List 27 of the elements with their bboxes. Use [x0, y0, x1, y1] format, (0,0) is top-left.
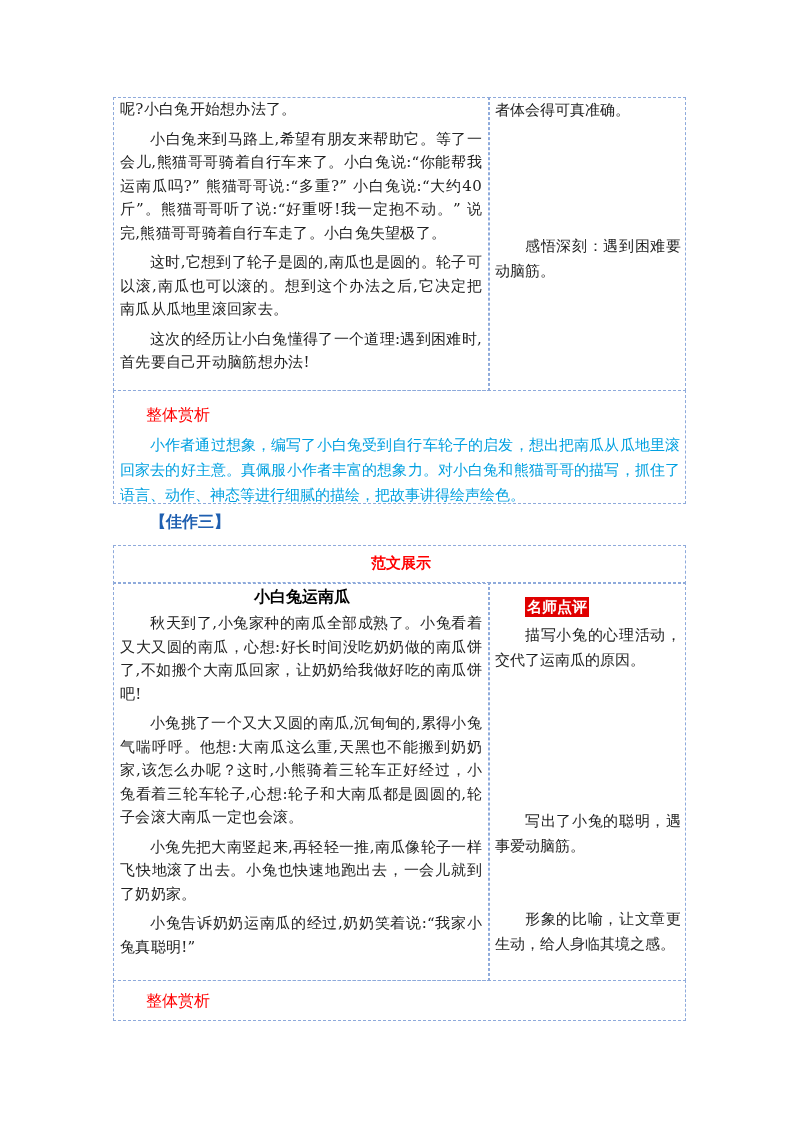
comment-badge: 名师点评: [525, 597, 589, 617]
comment-text: 描写小兔的心理活动，交代了运南瓜的原因。: [495, 625, 681, 671]
essay-paragraph: 小兔先把大南竖起来,再轻轻一推,南瓜像轮子一样飞快地滚了出去。小兔也快速地跑出去，一会儿就到了奶奶家。: [120, 836, 482, 905]
section-heading: 范文展示: [369, 554, 432, 573]
section-heading: 整体赏析: [146, 405, 210, 426]
summary-cell: [113, 390, 686, 504]
essay-paragraph: 呢?小白兔开始想办法了。: [120, 99, 298, 120]
summary-cell: [113, 980, 686, 1021]
summary-text: 小作者通过想象，编写了小白兔受到自行车轮子的启发，想出把南瓜从瓜地里滚回家去的好主意。真佩服小作者丰富的想象力。对小白兔和熊猫哥哥的描写，抓住了语言、动作、神态等进行细腻的描绘，把故事讲得绘声绘色。: [120, 435, 680, 506]
essay-paragraph: 秋天到了,小兔家种的南瓜全部成熟了。小兔看着又大又圆的南瓜，心想:好长时间没吃奶奶做的南瓜饼了,不如搬个大南瓜回家，让奶奶给我做好吃的南瓜饼吧!: [120, 613, 482, 705]
comment-text: 者体会得可真准确。: [495, 100, 631, 121]
essay-cell: [113, 582, 490, 981]
section-label: 【佳作三】: [150, 512, 230, 533]
comment-text: 形象的比喻，让文章更生动，给人身临其境之感。: [495, 909, 681, 955]
essay-title: 小白兔运南瓜: [253, 587, 351, 608]
comment-cell: [488, 582, 686, 981]
essay-paragraph: 小兔告诉奶奶运南瓜的经过,奶奶笑着说:“我家小兔真聪明!”: [120, 913, 482, 958]
essay-paragraph: 小白兔来到马路上,希望有朋友来帮助它。等了一会儿,熊猫哥哥骑着自行车来了。小白兔说:“你能帮我运南瓜吗?” 熊猫哥哥说:“多重?” 小白兔说:“大约40斤”。熊猫哥哥听了说:“好重呀!我一定抱不动。” 说完,熊猫哥哥骑着自行车走了。小白兔失望极了。: [120, 128, 482, 244]
comment-cell: [488, 97, 686, 391]
essay-cell: [113, 97, 490, 391]
essay-paragraph: 这时,它想到了轮子是圆的,南瓜也是圆的。轮子可以滚,南瓜也可以滚的。想到这个办法之后,它决定把南瓜从瓜地里滚回家去。: [120, 252, 482, 320]
comment-text: 感悟深刻：遇到困难要动脑筋。: [495, 236, 681, 282]
comment-text: 写出了小兔的聪明，遇事爱动脑筋。: [495, 811, 681, 857]
header-cell: [113, 545, 686, 584]
section-heading: 整体赏析: [146, 991, 210, 1012]
essay-paragraph: 这次的经历让小白兔懂得了一个道理:遇到困难时,首先要自己开动脑筋想办法!: [120, 328, 482, 373]
essay-paragraph: 小兔挑了一个又大又圆的南瓜,沉甸甸的,累得小兔气喘呼呼。他想:大南瓜这么重,天黑也不能搬到奶奶家,该怎么办呢？这时,小熊骑着三轮车正好经过，小兔看着三轮车轮子,心想:轮子和大南瓜都是圆圆的,轮子会滚大南瓜一定也会滚。: [120, 713, 482, 828]
